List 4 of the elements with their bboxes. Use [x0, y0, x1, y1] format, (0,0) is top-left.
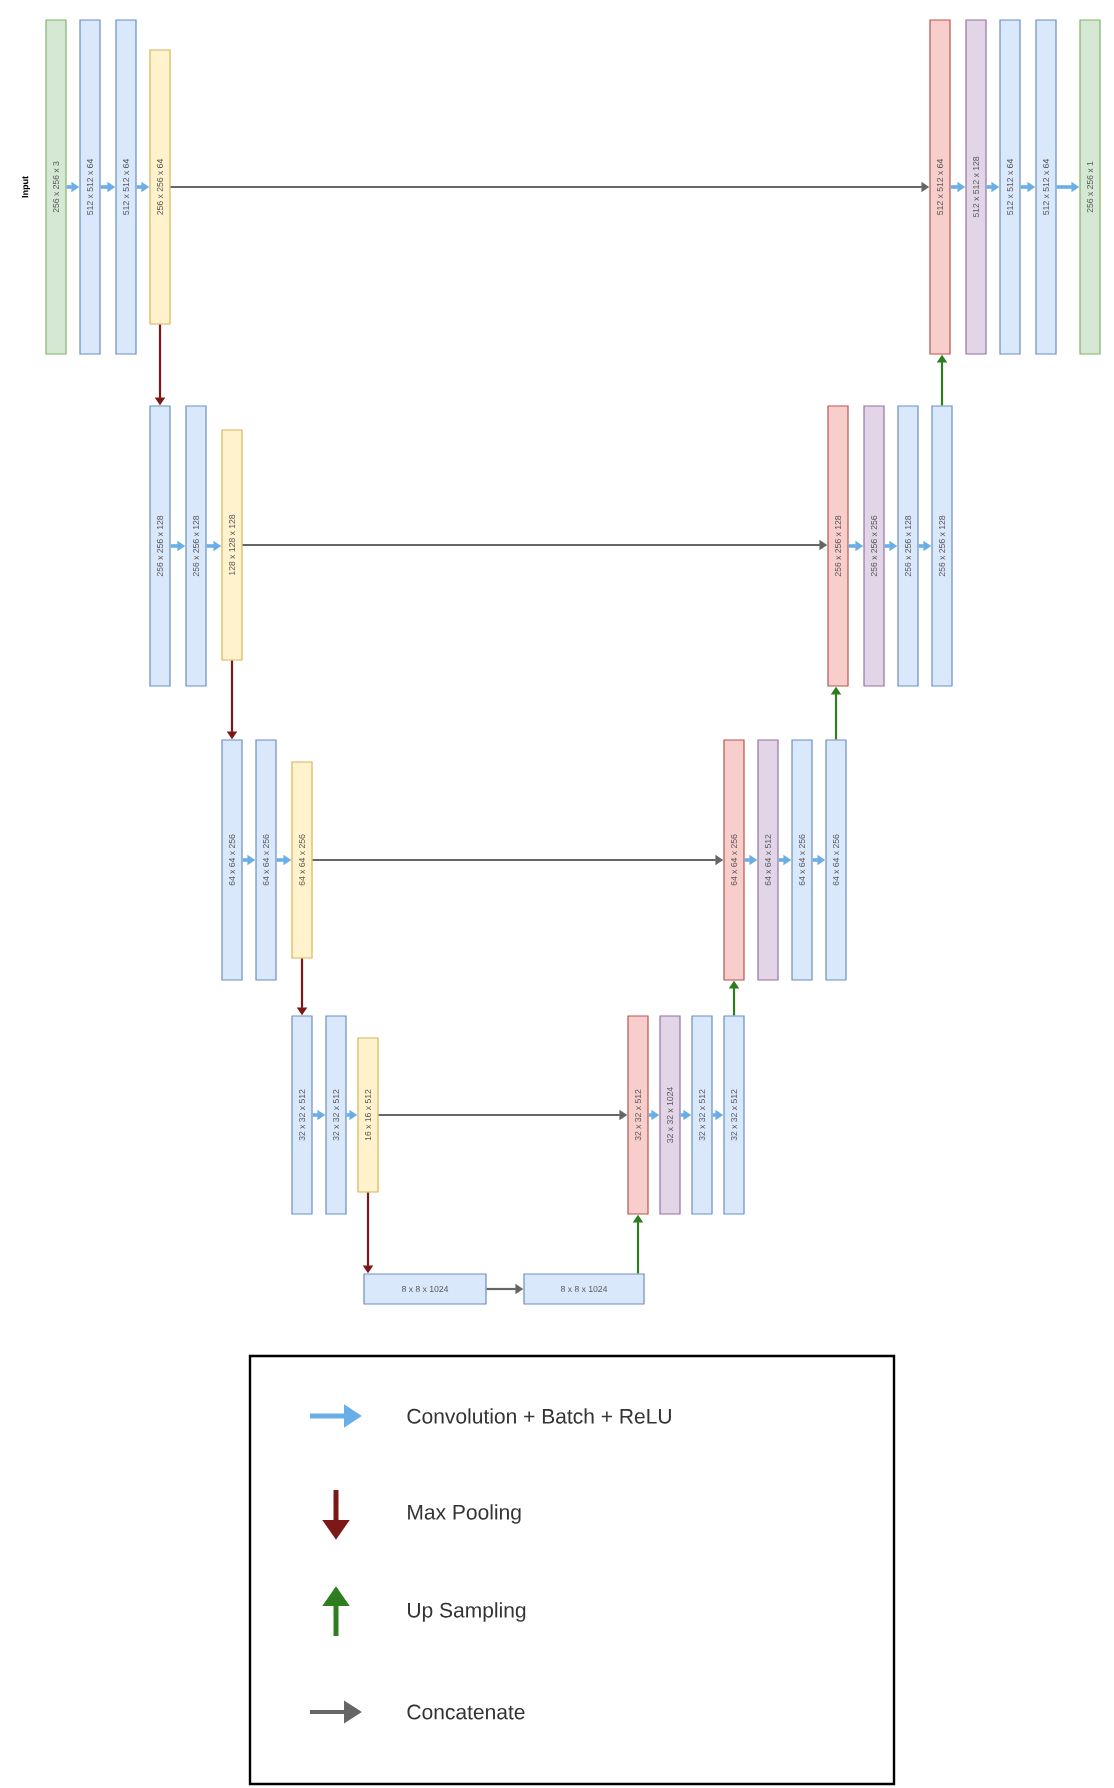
legend-label: Max Pooling — [408, 1504, 521, 1524]
legend-label: Concatenate — [407, 1704, 525, 1720]
legend-label: Up Sampling — [408, 1602, 526, 1622]
legend-label: Convolution + Batch + ReLU — [407, 1408, 671, 1424]
